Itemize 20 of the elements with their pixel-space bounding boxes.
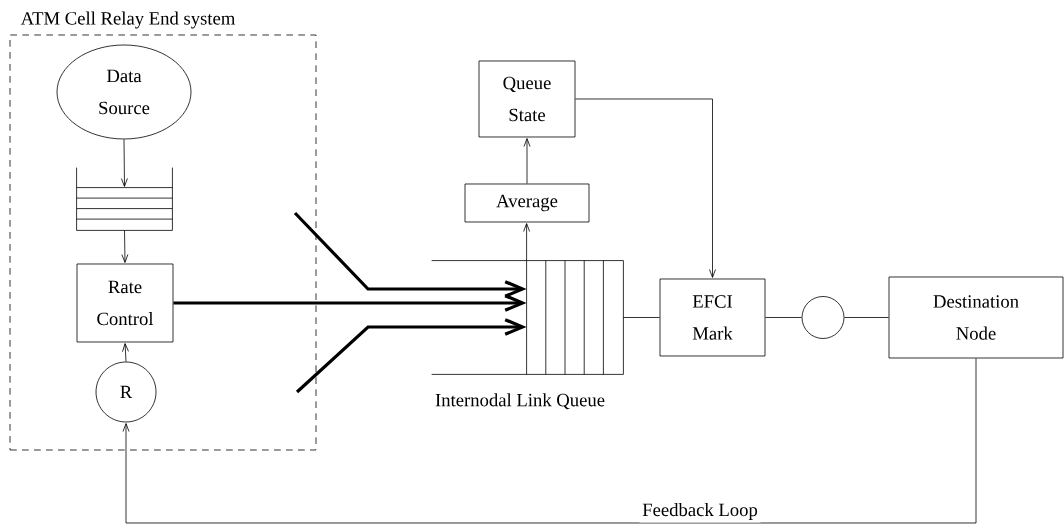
arrow bbox=[121, 139, 128, 187]
link-queue-drawing: Internodal Link Queue bbox=[431, 260, 624, 410]
arrow bbox=[523, 138, 531, 184]
node-label: ATM Cell Relay End system bbox=[20, 11, 236, 29]
process-box: Queue State bbox=[478, 60, 576, 138]
junction-circle bbox=[801, 296, 845, 339]
arrow bbox=[173, 294, 527, 312]
process-box: EFCI Mark bbox=[659, 278, 766, 357]
process-box: Average bbox=[464, 183, 590, 223]
arrow bbox=[523, 223, 530, 261]
process-box: Rate Control bbox=[76, 263, 174, 343]
arrow bbox=[575, 98, 716, 278]
arrow bbox=[121, 230, 129, 263]
buffer-drawing bbox=[76, 167, 173, 231]
arrow bbox=[293, 211, 527, 298]
arrow bbox=[295, 318, 527, 394]
arrow bbox=[122, 343, 129, 362]
arrow bbox=[122, 358, 977, 524]
process-box: Destination Node bbox=[888, 276, 1064, 359]
edge-label: Feedback Loop bbox=[639, 500, 761, 523]
